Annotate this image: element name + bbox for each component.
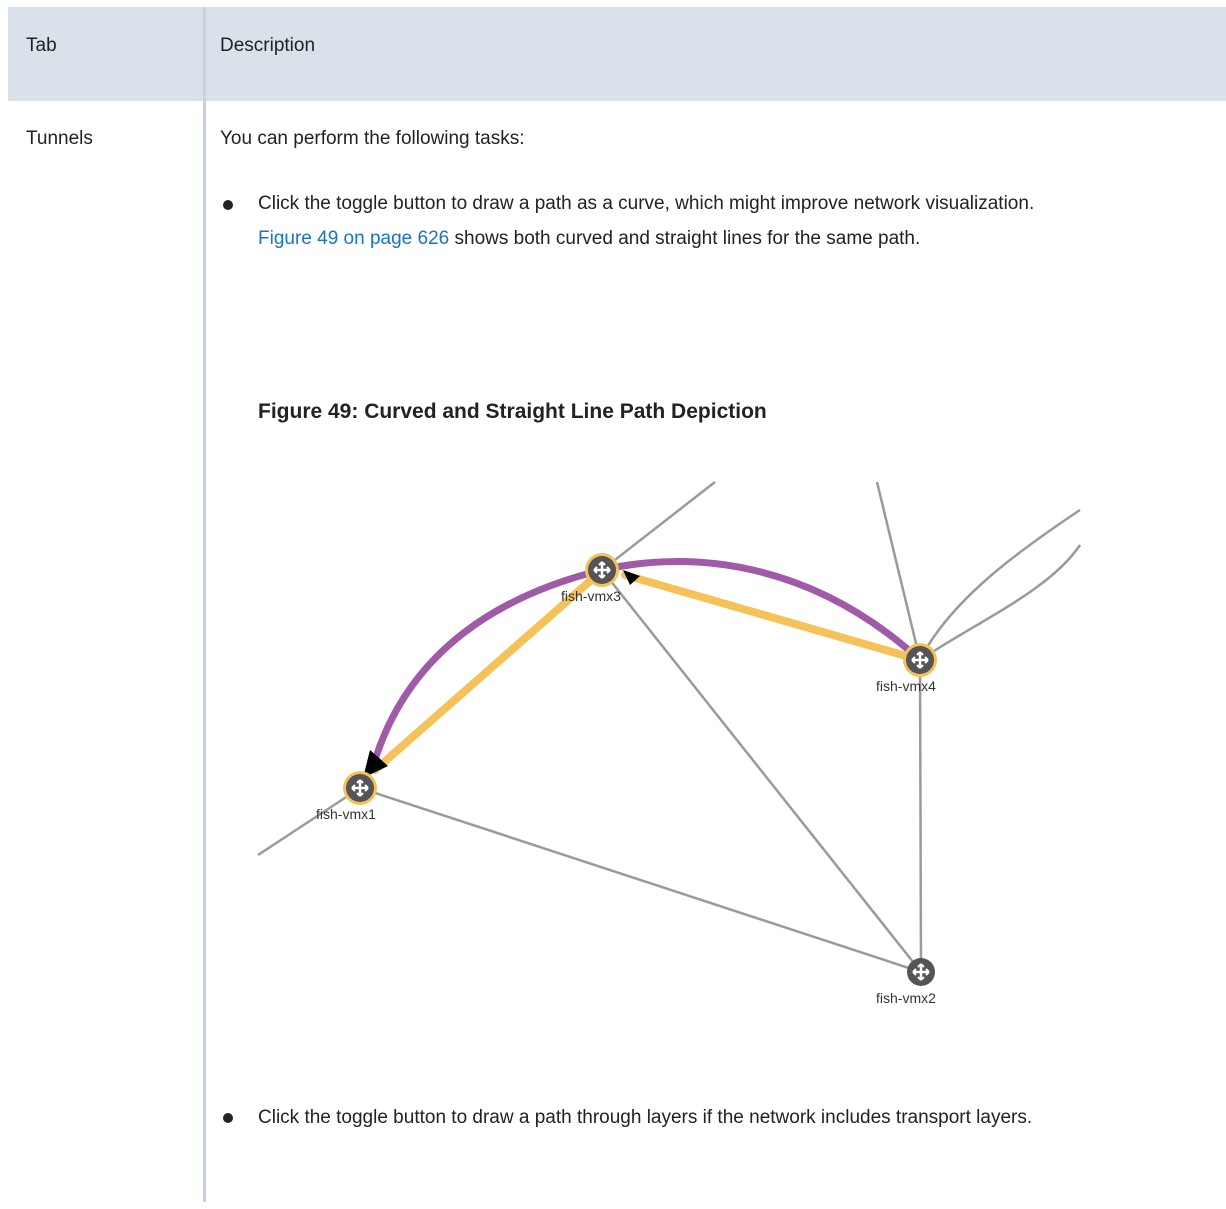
curved-path bbox=[371, 558, 924, 764]
column-divider bbox=[203, 7, 206, 1202]
link-line bbox=[919, 544, 1082, 662]
link-line bbox=[359, 786, 922, 974]
row-tab-name: Tunnels bbox=[26, 128, 93, 149]
header-description: Description bbox=[220, 35, 316, 56]
link-line bbox=[257, 786, 361, 857]
link-line bbox=[918, 508, 1081, 661]
node-label-vmx2: fish-vmx2 bbox=[876, 990, 936, 1006]
router-node-icon bbox=[585, 553, 619, 587]
node-label-vmx3: fish-vmx3 bbox=[561, 588, 621, 604]
figure-reference-text: shows both curved and straight lines for… bbox=[449, 228, 921, 249]
header-tab: Tab bbox=[26, 35, 57, 56]
straight-path bbox=[371, 570, 924, 774]
arrowhead-icon bbox=[363, 750, 388, 778]
figure-title: Figure 49: Curved and Straight Line Path… bbox=[258, 400, 767, 423]
bullet-icon bbox=[223, 1113, 233, 1123]
bullet-item: Click the toggle button to draw a path a… bbox=[258, 193, 1035, 214]
arrowhead-icon bbox=[623, 570, 640, 585]
figure-reference: Figure 49 on page 626 shows both curved … bbox=[258, 228, 920, 250]
link-line bbox=[601, 569, 922, 973]
bullet-item: Click the toggle button to draw a path t… bbox=[258, 1107, 1033, 1128]
link-line bbox=[918, 659, 923, 973]
bullet-icon bbox=[223, 200, 233, 210]
node-label-vmx4: fish-vmx4 bbox=[876, 678, 936, 694]
network-topology-figure: fish-vmx3 fish-vmx4 fish-vmx1 fish-vmx2 bbox=[250, 470, 1090, 1015]
router-node-icon bbox=[903, 643, 937, 677]
link-line bbox=[875, 481, 922, 661]
router-node-icon bbox=[905, 956, 937, 988]
router-node-icon bbox=[343, 771, 377, 805]
topology-links bbox=[257, 481, 1082, 974]
node-label-vmx1: fish-vmx1 bbox=[316, 806, 376, 822]
figure-link[interactable]: Figure 49 on page 626 bbox=[258, 228, 450, 249]
link-line bbox=[601, 481, 716, 571]
table-header-row bbox=[8, 7, 1226, 101]
description-intro: You can perform the following tasks: bbox=[220, 128, 525, 149]
